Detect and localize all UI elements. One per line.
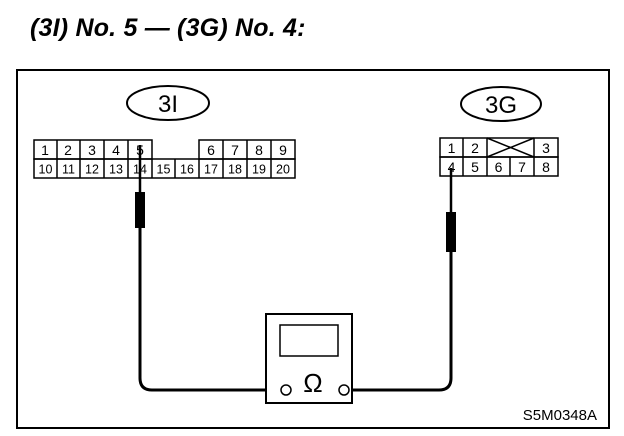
diagram-frame <box>16 69 610 429</box>
right-test-probe <box>446 168 456 256</box>
pin-3i-2: 2 <box>64 142 72 158</box>
meter-terminal-left <box>280 384 292 396</box>
pin-3g-1: 1 <box>448 140 456 156</box>
page-title: (3I) No. 5 — (3G) No. 4: <box>30 14 306 42</box>
pin-3i-11: 11 <box>62 163 75 177</box>
right-test-lead <box>344 256 453 392</box>
left-test-lead <box>138 232 286 392</box>
ohm-symbol: Ω <box>303 368 322 398</box>
pin-3i-20: 20 <box>276 163 290 177</box>
pin-3i-1: 1 <box>41 142 49 158</box>
figure-code: S5M0348A <box>523 407 597 424</box>
connector-3g <box>439 137 559 177</box>
left-test-probe <box>135 145 145 232</box>
pin-3g-4: 4 <box>448 159 456 175</box>
ohmmeter: Ω <box>265 313 353 404</box>
pin-3i-4: 4 <box>112 142 120 158</box>
pin-3i-18: 18 <box>228 163 242 177</box>
pin-3i-17: 17 <box>204 163 218 177</box>
pin-3i-9: 9 <box>279 142 287 158</box>
connector-3i <box>33 139 296 179</box>
pin-3i-13: 13 <box>109 163 123 177</box>
pin-3g-2: 2 <box>471 140 479 156</box>
pin-3i-19: 19 <box>252 163 266 177</box>
connector-3i-pin-numbers-bottom: 10 11 12 13 14 15 16 17 18 19 20 <box>39 163 290 177</box>
pin-3i-10: 10 <box>39 163 53 177</box>
pin-3i-6: 6 <box>207 142 215 158</box>
pin-3g-3: 3 <box>542 140 550 156</box>
pin-3g-6: 6 <box>495 159 503 175</box>
pin-3i-3: 3 <box>88 142 96 158</box>
connector-3i-pin-numbers: 1 2 3 4 5 6 7 8 9 <box>41 142 287 158</box>
connector-3i-label-bubble <box>126 85 210 121</box>
meter-terminal-right <box>338 384 350 396</box>
connector-3g-label-bubble <box>460 86 542 122</box>
meter-display <box>279 324 339 357</box>
pin-3g-5: 5 <box>471 159 479 175</box>
pin-3i-8: 8 <box>255 142 263 158</box>
pin-3i-16: 16 <box>180 163 194 177</box>
pin-3i-15: 15 <box>157 163 171 177</box>
connector-3g-label: 3G <box>485 92 517 119</box>
pin-3i-7: 7 <box>231 142 239 158</box>
pin-3g-8: 8 <box>542 159 550 175</box>
pin-3g-7: 7 <box>518 159 526 175</box>
connector-3i-label: 3I <box>158 91 178 118</box>
connector-3g-pin-numbers: 1 2 3 4 5 6 7 8 <box>448 140 551 175</box>
pin-3i-12: 12 <box>85 163 99 177</box>
